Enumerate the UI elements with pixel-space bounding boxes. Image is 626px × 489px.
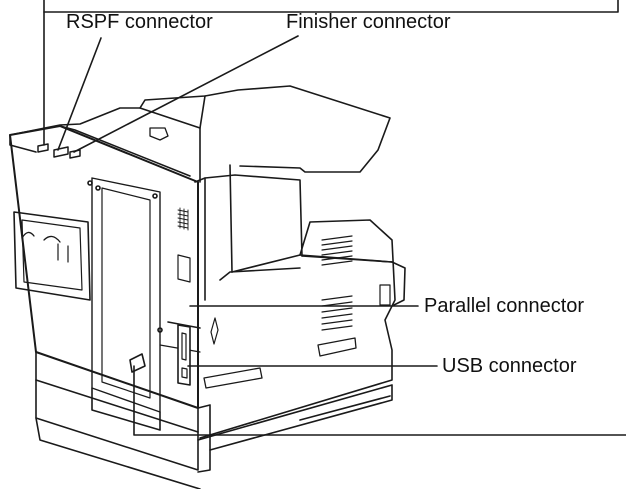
leader-rspf bbox=[57, 37, 102, 151]
parallel-connector-label: Parallel connector bbox=[424, 295, 585, 317]
usb-connector-label: USB connector bbox=[442, 355, 577, 377]
rspf-connector-label: RSPF connector bbox=[66, 11, 213, 33]
rear-vents bbox=[321, 235, 353, 331]
grid-vent bbox=[177, 207, 189, 231]
leader-bottom bbox=[133, 365, 626, 436]
copier-body bbox=[9, 85, 406, 489]
leader-lines bbox=[43, 11, 626, 436]
finisher-connector-label: Finisher connector bbox=[286, 11, 451, 33]
top-frame-line bbox=[43, 0, 619, 13]
leader-finisher bbox=[73, 35, 299, 153]
